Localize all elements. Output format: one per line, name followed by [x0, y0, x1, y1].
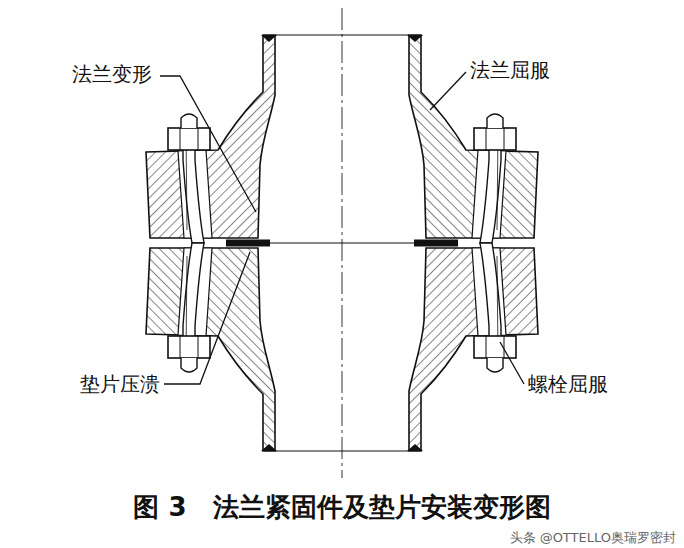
- callout-label: 螺栓屈服: [528, 372, 608, 396]
- watermark: 头条 @OTTELLO奥瑞罗密封: [510, 530, 677, 546]
- leader-line: [430, 72, 466, 110]
- callout-label: 法兰屈服: [470, 58, 550, 82]
- leader-line: [164, 252, 250, 384]
- leader-line: [500, 342, 524, 384]
- callout-label: 法兰变形: [72, 62, 152, 86]
- callout-label: 垫片压溃: [80, 372, 160, 396]
- leader-line: [160, 76, 256, 212]
- figure-caption: 图 3 法兰紧固件及垫片安装变形图: [133, 492, 550, 523]
